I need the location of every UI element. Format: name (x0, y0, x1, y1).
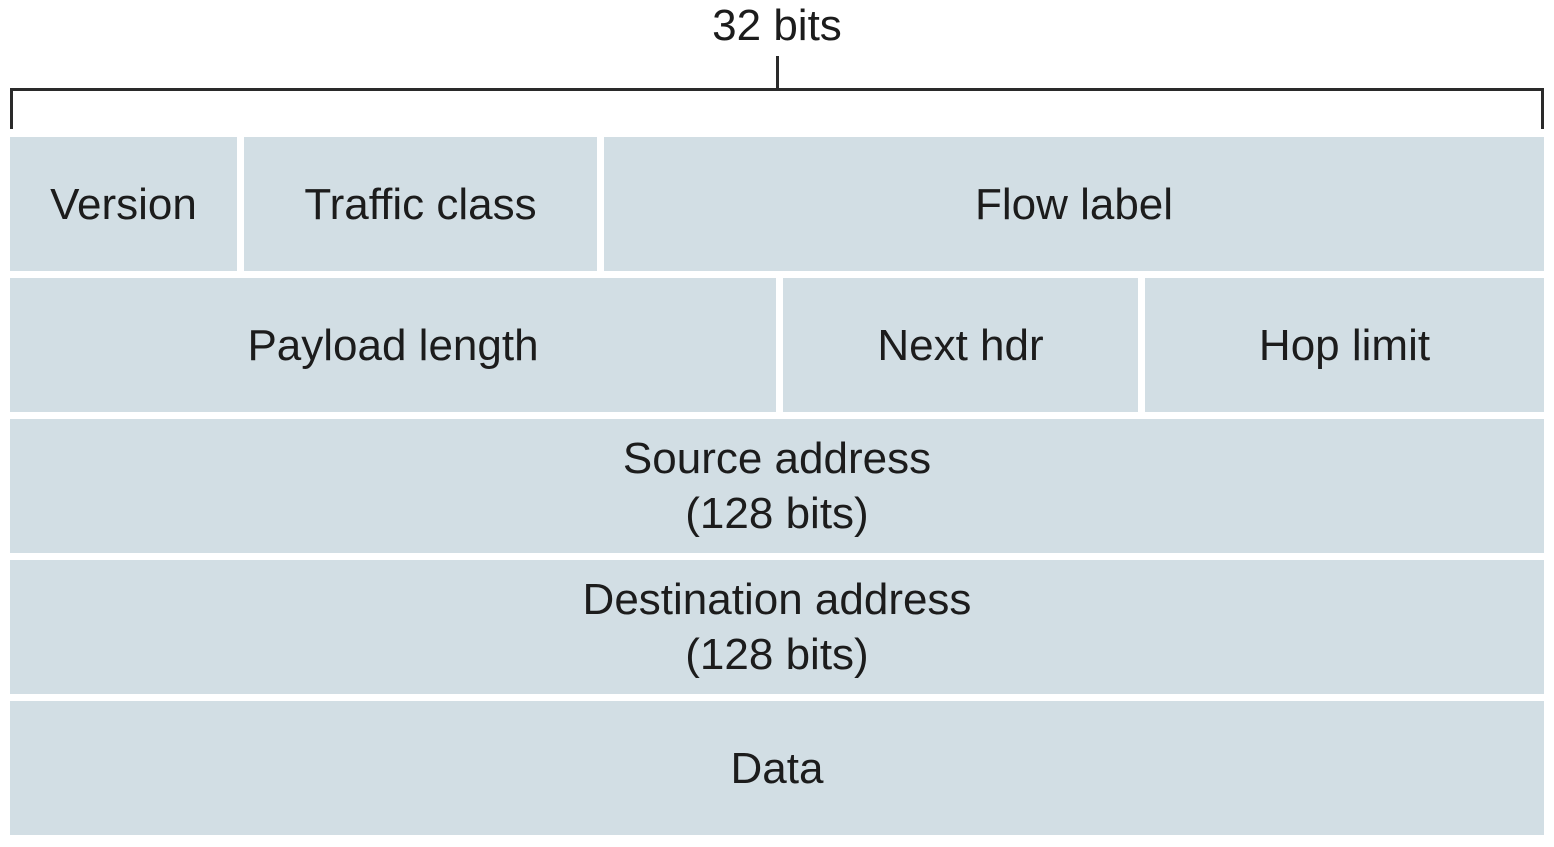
bits-width-label: 32 bits (712, 1, 842, 50)
bracket-horizontal-line (10, 88, 1544, 91)
field-cell-data: Data (10, 701, 1544, 835)
field-cell-next-hdr: Next hdr (783, 278, 1138, 412)
bracket-left-tick (10, 88, 13, 129)
field-cell-source-address: Source address (128 bits) (10, 419, 1544, 553)
header-row-5: Data (10, 701, 1544, 835)
field-cell-hop-limit: Hop limit (1145, 278, 1544, 412)
field-cell-flow-label: Flow label (604, 137, 1544, 271)
field-cell-version: Version (10, 137, 237, 271)
field-cell-destination-address: Destination address (128 bits) (10, 560, 1544, 694)
header-row-3: Source address (128 bits) (10, 419, 1544, 553)
header-row-2: Payload length Next hdr Hop limit (10, 278, 1544, 412)
bracket-right-tick (1541, 88, 1544, 129)
header-row-4: Destination address (128 bits) (10, 560, 1544, 694)
field-cell-payload-length: Payload length (10, 278, 776, 412)
bracket-center-tick (776, 56, 779, 90)
field-cell-traffic-class: Traffic class (244, 137, 597, 271)
header-field-grid: Version Traffic class Flow label Payload… (10, 137, 1544, 835)
header-row-1: Version Traffic class Flow label (10, 137, 1544, 271)
